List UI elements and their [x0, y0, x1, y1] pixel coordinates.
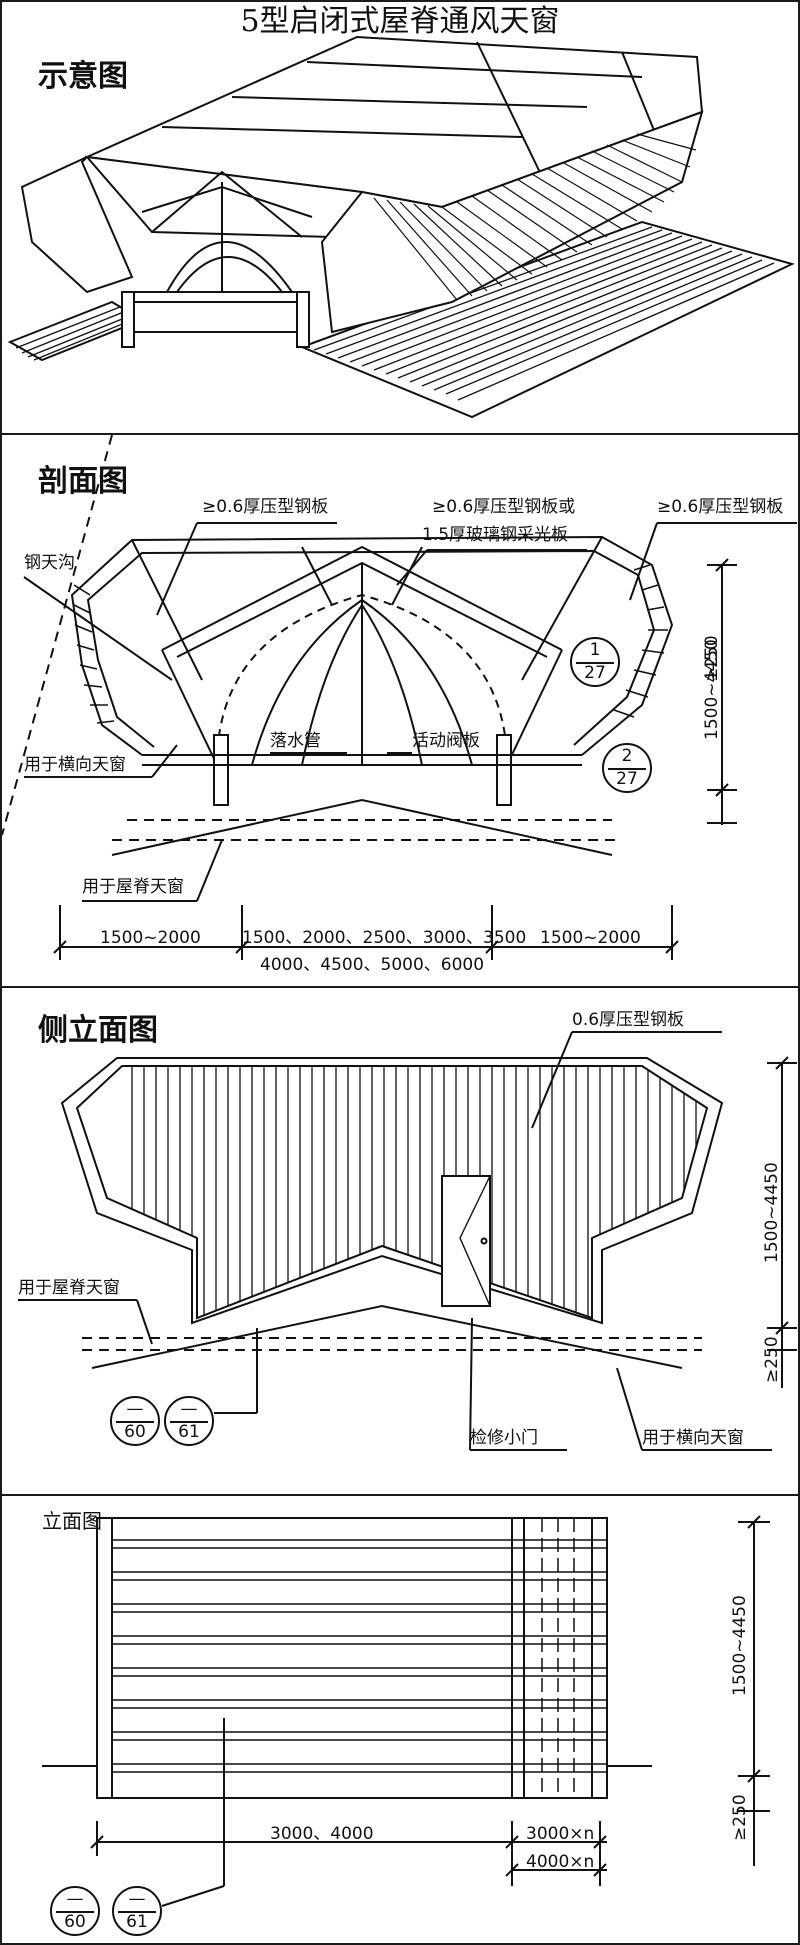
label-gutter: 钢天沟 [24, 553, 75, 573]
label-door: 检修小门 [470, 1428, 538, 1448]
label-steel-plate-left: ≥0.6厚压型钢板 [202, 497, 329, 517]
label-steel-plate-right: ≥0.6厚压型钢板 [657, 497, 784, 517]
dim-mult-1: 3000×n [526, 1824, 595, 1844]
callout-61: —61 [112, 1886, 162, 1936]
dim-right: 1500~2000 [540, 928, 641, 948]
label-transverse: 用于横向天窗 [642, 1428, 744, 1448]
elevation-title: 立面图 [42, 1509, 102, 1533]
dim-mid-1: 1500、2000、2500、3000、3500 [242, 928, 527, 948]
dim-mid-2: 4000、4500、5000、6000 [260, 955, 485, 975]
callout-60: —60 [110, 1396, 160, 1446]
callout-60: —60 [50, 1886, 100, 1936]
dim-mult-2: 4000×n [526, 1852, 595, 1872]
label-steel-or-fiberglass-2: 1.5厚玻璃钢采光板 [422, 525, 569, 545]
dim-left: 1500~2000 [100, 928, 201, 948]
section-title: 剖面图 [38, 464, 128, 499]
dim-base: ≥250 [702, 635, 722, 682]
dim-base: ≥250 [762, 1336, 782, 1383]
side-panel: 侧立面图 0.6厚压型钢板 用于屋脊天窗 检修小门 用于横向天窗 1500~44… [0, 986, 800, 1496]
schematic-drawing [2, 2, 800, 435]
elevation-panel: 立面图 3000、4000 3000×n 4000×n 1500~4450 ≥2… [0, 1494, 800, 1945]
label-downpipe: 落水管 [270, 731, 321, 751]
page-title: 5型启闭式屋脊通风天窗 [240, 4, 560, 39]
schematic-panel: 示意图 [0, 0, 800, 435]
dim-height: 1500~4450 [762, 1162, 782, 1263]
section-drawing [2, 435, 800, 988]
callout-61: —61 [164, 1396, 214, 1446]
side-drawing [2, 988, 800, 1496]
dim-width: 3000、4000 [270, 1824, 374, 1844]
label-damper: 活动阀板 [412, 731, 480, 751]
dim-base: ≥250 [730, 1794, 750, 1841]
section-panel: 剖面图 ≥0.6厚压型钢板 ≥0.6厚压型钢板或 1.5厚玻璃钢采光板 ≥0.6… [0, 433, 800, 988]
label-ridge: 用于屋脊天窗 [82, 877, 184, 897]
label-ridge: 用于屋脊天窗 [18, 1278, 120, 1298]
side-title: 侧立面图 [38, 1013, 158, 1048]
label-steel-or-fiberglass-1: ≥0.6厚压型钢板或 [432, 497, 576, 517]
elevation-drawing [2, 1496, 800, 1945]
label-transverse: 用于横向天窗 [24, 755, 126, 775]
schematic-title: 示意图 [38, 59, 128, 94]
dim-height: 1500~4450 [730, 1595, 750, 1696]
label-steel-plate: 0.6厚压型钢板 [572, 1010, 685, 1030]
